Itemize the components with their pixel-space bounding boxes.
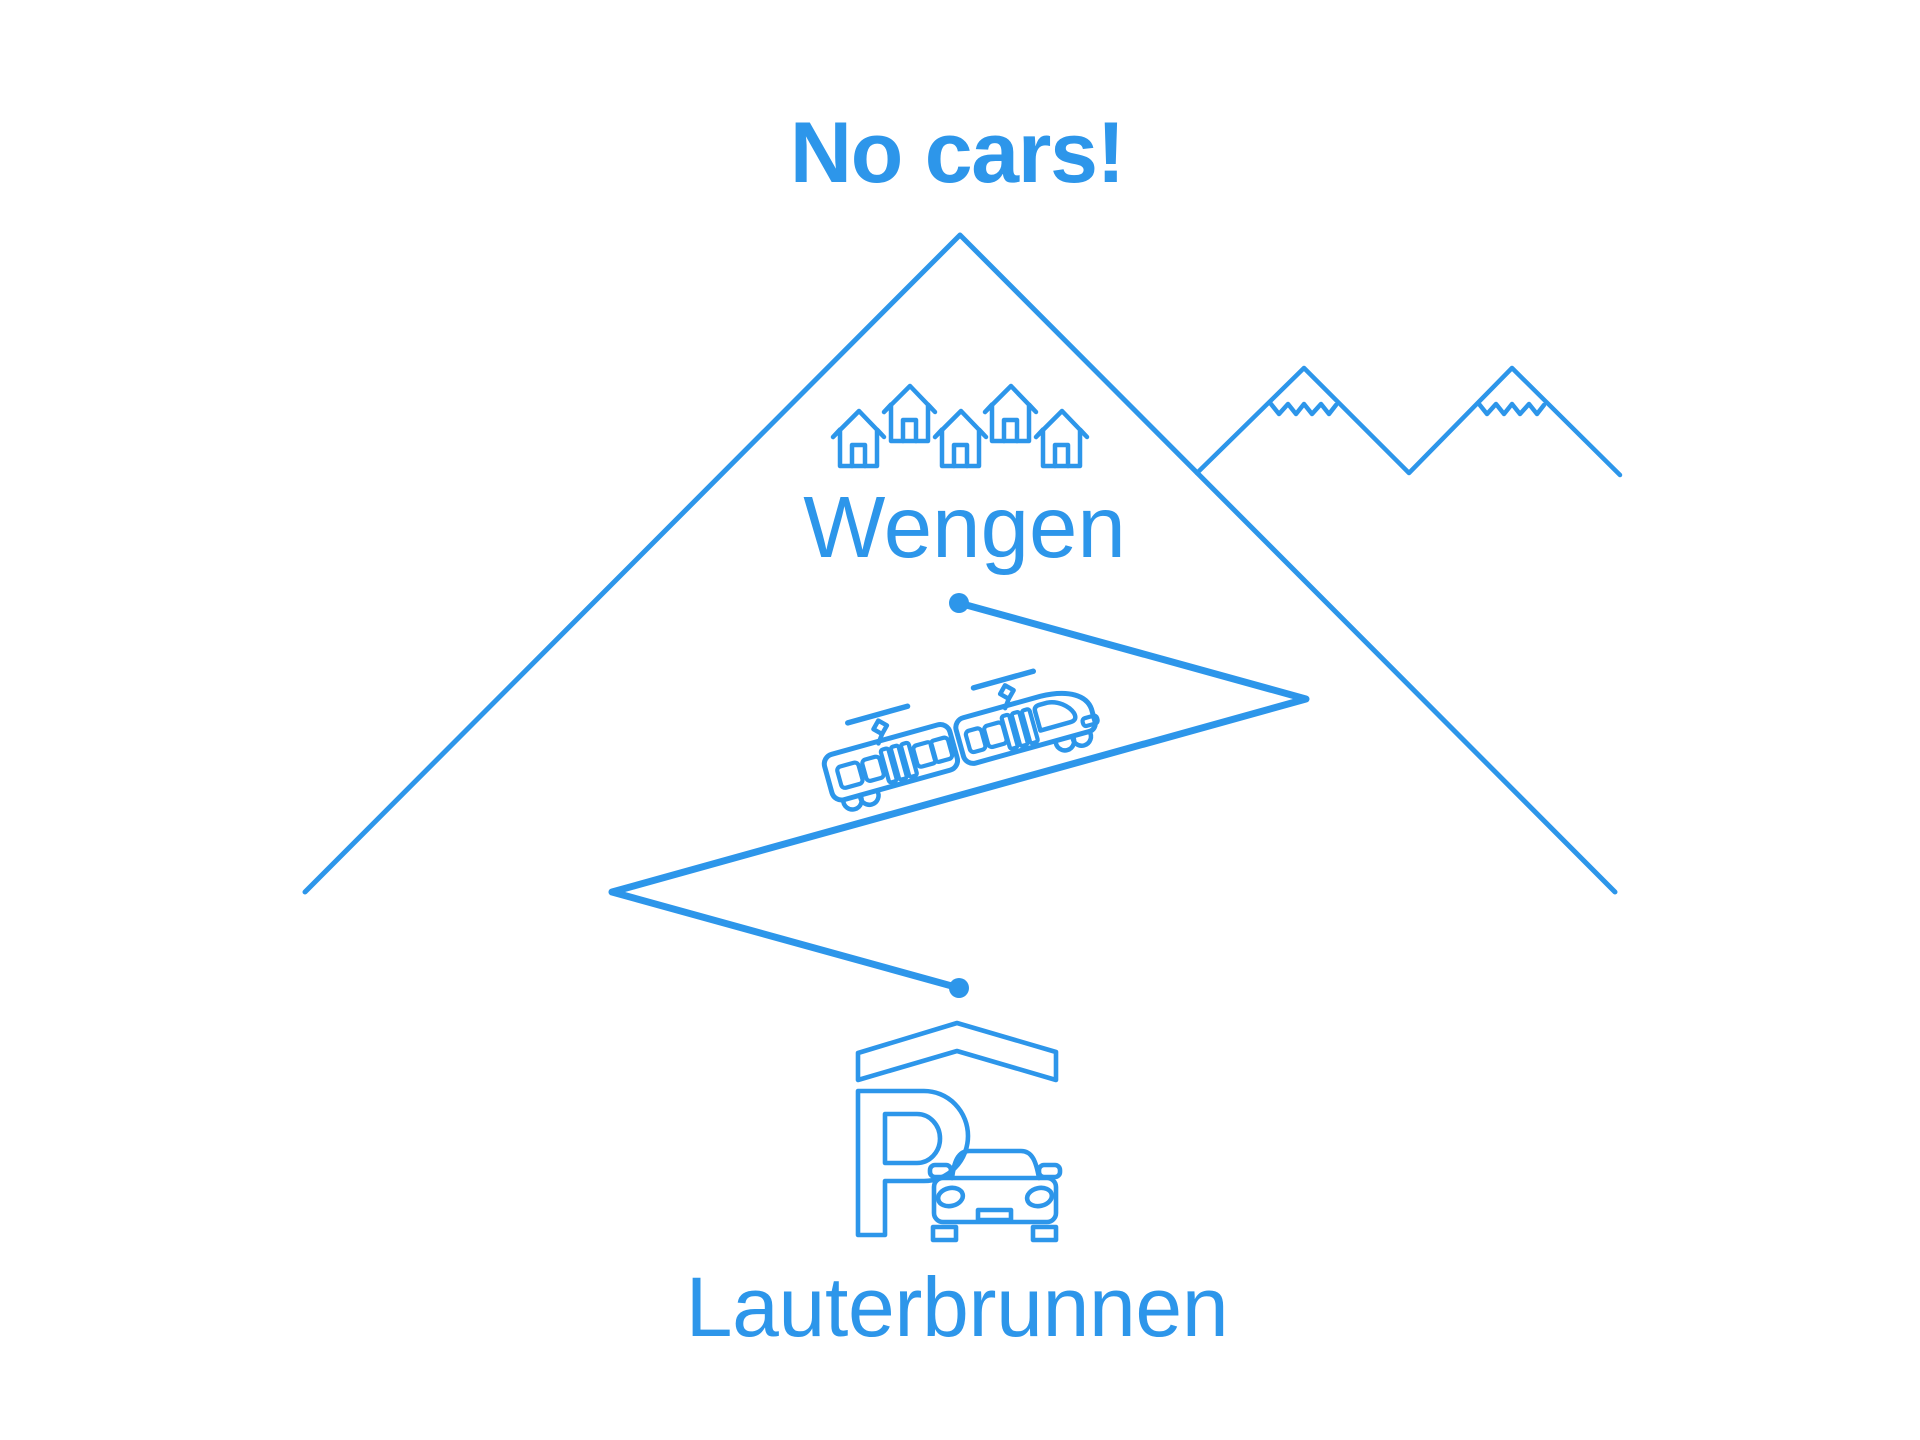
svg-text:Wengen: Wengen (803, 479, 1125, 576)
svg-text:No cars!: No cars! (790, 105, 1124, 201)
svg-text:Lauterbrunnen: Lauterbrunnen (686, 1260, 1229, 1354)
